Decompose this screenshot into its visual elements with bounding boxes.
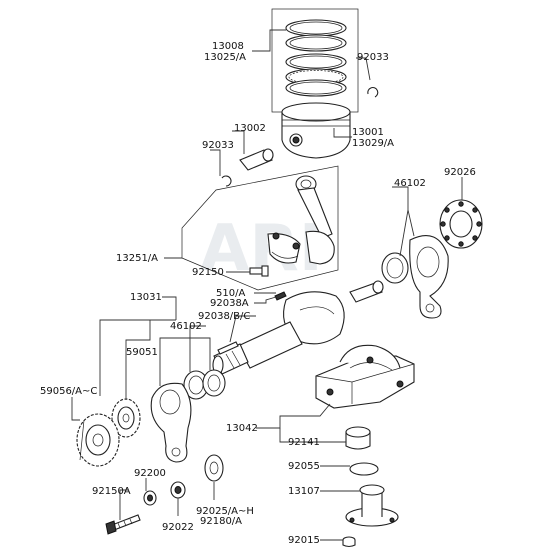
label-92015: 92015	[288, 535, 320, 546]
washer-medium	[170, 481, 186, 499]
circlip-lower	[221, 175, 232, 187]
crankcase-cover	[315, 344, 415, 409]
label-510a: 510/A	[216, 288, 245, 299]
label-92033-left: 92033	[202, 140, 234, 151]
label-13042: 13042	[226, 423, 258, 434]
circlip-upper	[367, 87, 379, 98]
label-13001: 13001	[352, 127, 384, 138]
leader-lines	[71, 29, 463, 541]
label-92180a: 92180/A	[200, 516, 242, 527]
label-13002: 13002	[234, 123, 266, 134]
label-92033-top: 92033	[357, 52, 389, 63]
shim-washer	[439, 199, 483, 249]
piston	[281, 102, 351, 159]
bushing	[345, 426, 371, 450]
label-13029a: 13029/A	[352, 138, 394, 149]
crankshaft	[212, 280, 384, 375]
label-13031: 13031	[130, 292, 162, 303]
label-92150a: 92150A	[92, 486, 131, 497]
label-92022: 92022	[162, 522, 194, 533]
label-92055: 92055	[288, 461, 320, 472]
shim	[204, 454, 224, 482]
label-59051: 59051	[126, 347, 158, 358]
connecting-rod	[267, 175, 335, 265]
o-ring	[349, 462, 379, 476]
label-92026: 92026	[444, 167, 476, 178]
label-92150: 92150	[192, 267, 224, 278]
piston-pin	[239, 148, 274, 171]
gear-large	[76, 413, 120, 467]
label-13107: 13107	[288, 486, 320, 497]
bearing-left	[183, 369, 226, 400]
label-13025a: 13025/A	[204, 52, 246, 63]
housing	[345, 484, 399, 527]
label-92025: 92025/A~H	[196, 506, 254, 517]
label-92038bc: 92038/B/C	[198, 311, 250, 322]
part-labels: 13008 13025/A 92033 13002 13001 13029/A …	[40, 41, 476, 546]
piston-rings	[271, 8, 359, 113]
label-46102-right: 46102	[394, 178, 426, 189]
connecting-rod-group-outline	[181, 165, 339, 291]
balancer-weight-right	[409, 235, 449, 319]
key-long	[217, 341, 239, 355]
label-46102-left: 46102	[170, 321, 202, 332]
balancer-weight-left	[150, 382, 192, 463]
key	[274, 291, 287, 301]
label-92038a: 92038A	[210, 298, 249, 309]
flange-bolt	[105, 514, 141, 535]
label-59056: 59056/A~C	[40, 386, 97, 397]
label-13251a: 13251/A	[116, 253, 158, 264]
plug	[342, 536, 356, 548]
washer-small	[143, 490, 157, 506]
label-92141: 92141	[288, 437, 320, 448]
label-13008: 13008	[212, 41, 244, 52]
bearing-right	[381, 252, 409, 284]
rod-bolt	[249, 265, 269, 277]
label-92200: 92200	[134, 468, 166, 479]
